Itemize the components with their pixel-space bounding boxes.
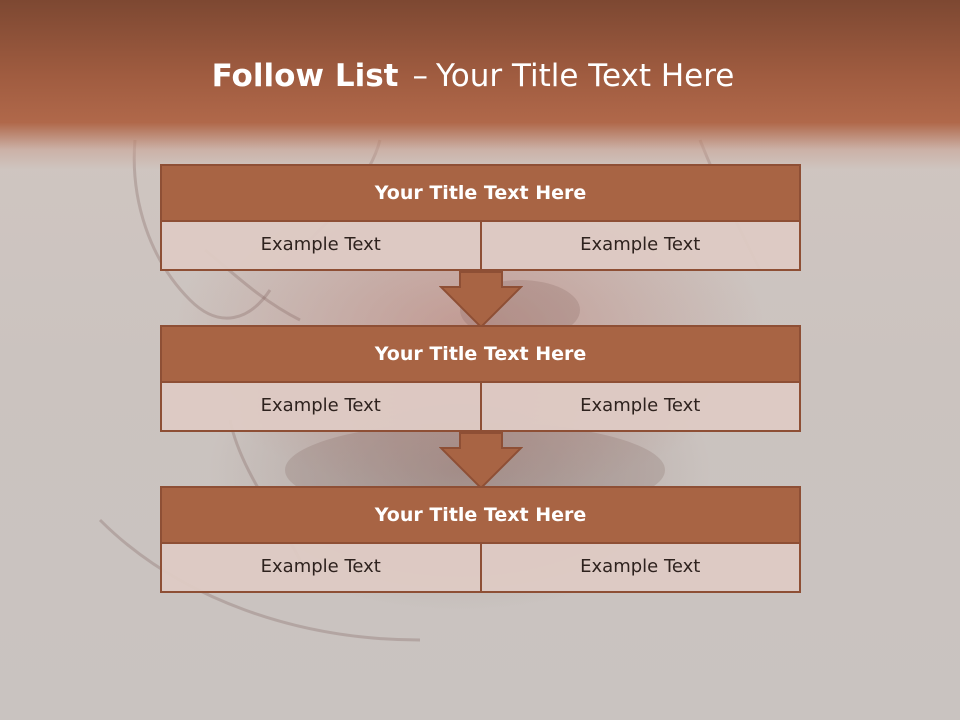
block-cell-left: Example Text: [160, 544, 482, 593]
block-row: Example Text Example Text: [160, 544, 801, 593]
block-title: Your Title Text Here: [160, 486, 801, 544]
slide-title-separator: –: [412, 58, 428, 94]
list-block-1: Your Title Text Here Example Text Exampl…: [160, 164, 801, 271]
down-arrow-icon: [439, 432, 523, 490]
block-row: Example Text Example Text: [160, 383, 801, 432]
block-cell-left: Example Text: [160, 222, 482, 271]
slide-title-rest: Your Title Text Here: [435, 58, 735, 94]
block-cell-right: Example Text: [481, 222, 801, 271]
down-arrow-icon: [439, 271, 523, 329]
slide-title-bold: Follow List: [211, 58, 399, 94]
block-title: Your Title Text Here: [160, 325, 801, 383]
slide-title: Follow List–Your Title Text Here: [0, 52, 946, 100]
block-title: Your Title Text Here: [160, 164, 801, 222]
header-band: [0, 0, 960, 170]
block-cell-right: Example Text: [481, 544, 801, 593]
list-block-2: Your Title Text Here Example Text Exampl…: [160, 325, 801, 432]
list-block-3: Your Title Text Here Example Text Exampl…: [160, 486, 801, 593]
block-row: Example Text Example Text: [160, 222, 801, 271]
block-cell-left: Example Text: [160, 383, 482, 432]
block-cell-right: Example Text: [481, 383, 801, 432]
